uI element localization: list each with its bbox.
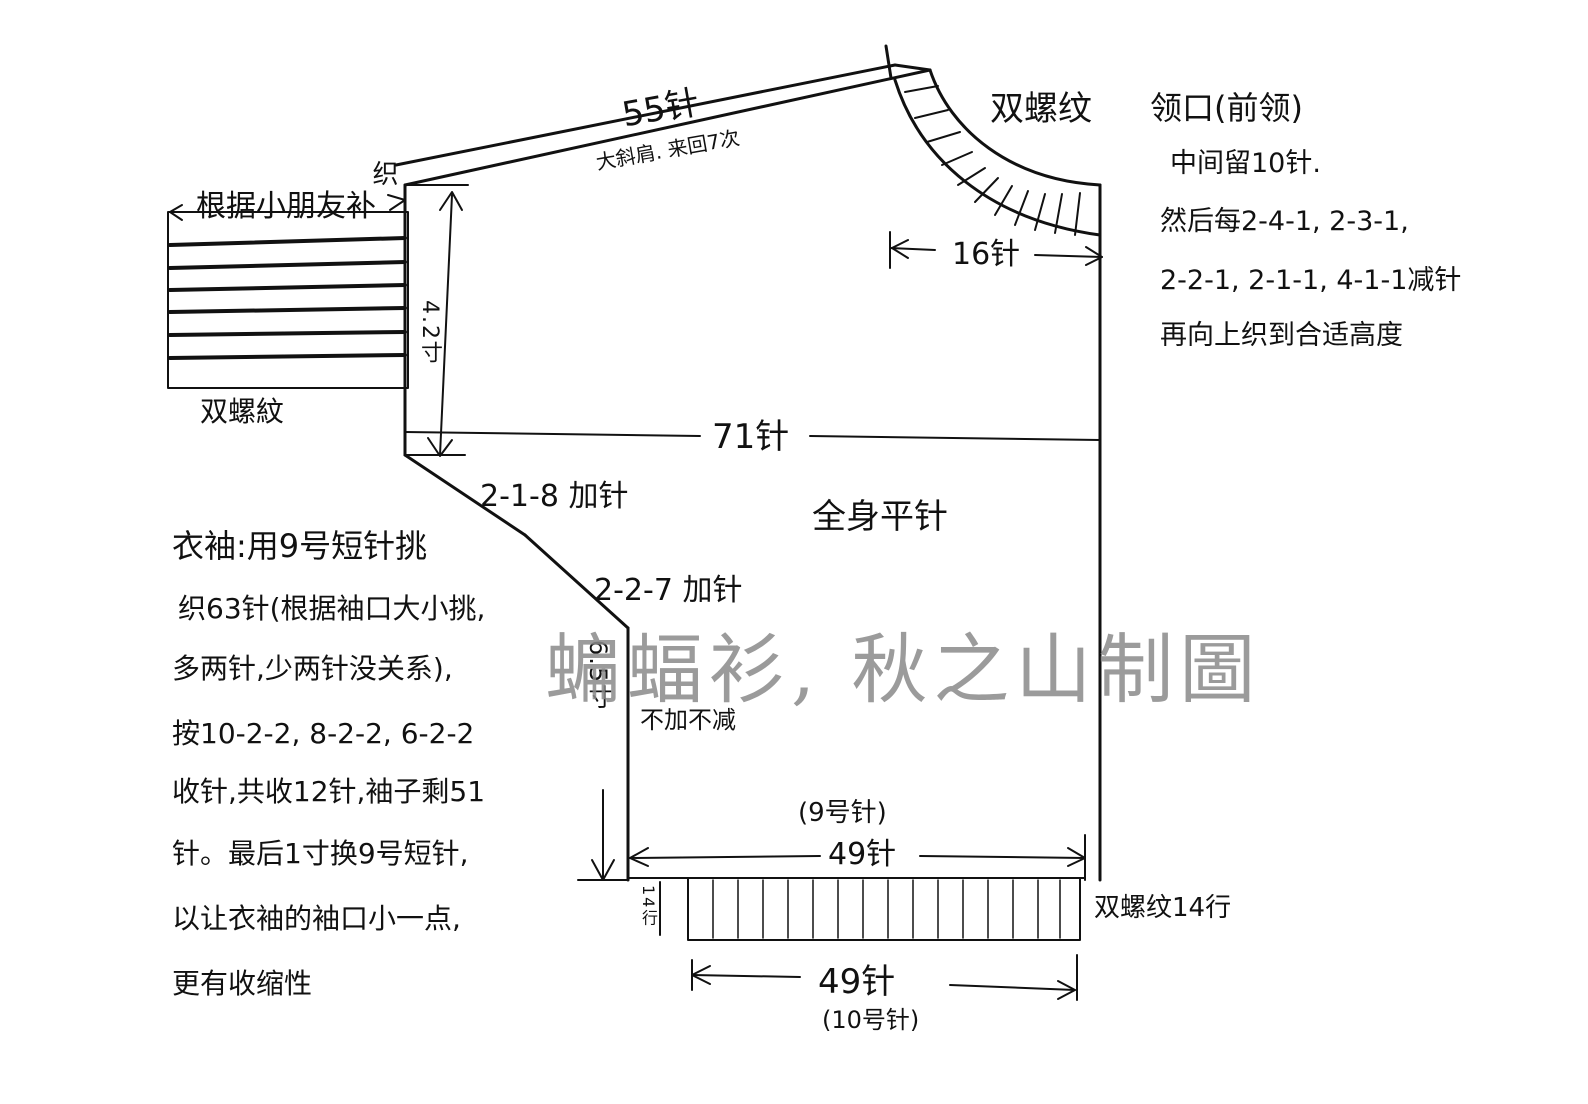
- sleeve-note-line: 收针,共收12针,袖子剩51: [172, 775, 486, 808]
- increase-slope-1: [403, 453, 527, 537]
- sleeve-note-line: 针。最后1寸换9号短针,: [172, 837, 469, 870]
- sleeve-rib-label: 双螺紋: [200, 395, 285, 428]
- neck-width-label: 16针: [952, 237, 1021, 272]
- cap-height-label: 4.2寸: [417, 300, 442, 365]
- cuff-width-label: 根据小朋友补: [196, 189, 376, 224]
- neck-note-line: 再向上织到合适高度: [1160, 320, 1403, 351]
- neck-note-line: 中间留10针.: [1170, 148, 1321, 179]
- hem-rib-label: 双螺纹14行: [1094, 893, 1232, 923]
- sleeve-note-line: 更有收缩性: [172, 967, 313, 1000]
- increase-1-label: 2-1-8 加针: [480, 479, 629, 514]
- neck-width-arrow-left: [889, 247, 936, 251]
- sleeve-note-line: 以让衣袖的袖口小一点,: [172, 902, 461, 935]
- shoulder-line-outer: [394, 63, 897, 167]
- cap-height-arrow: [439, 194, 453, 456]
- neck-rib-label: 双螺纹: [990, 89, 1092, 129]
- neck-curve-inner: [928, 68, 1102, 187]
- side-height-label: 6.5寸: [584, 640, 612, 711]
- sleeve-cuff-stripes: [168, 236, 407, 360]
- knit-label: 织: [368, 160, 398, 188]
- shoulder-line-inner: [403, 68, 932, 187]
- hem-rib-block: [687, 877, 1081, 941]
- hem-rib-lines: [712, 879, 1061, 939]
- neck-notes-title: 领口(前领): [1150, 89, 1303, 127]
- hem-rows-label: 14行: [639, 885, 658, 928]
- hem-stitches-top-label: 49针: [828, 837, 897, 872]
- hem-stitches-bottom-label: 49针: [818, 962, 896, 1002]
- needle-10-label: (10号针): [822, 1006, 920, 1034]
- neck-width-arrow-right: [1034, 254, 1103, 258]
- neck-curve-outer: [893, 78, 1102, 237]
- body-stitch-label: 全身平针: [812, 497, 948, 537]
- neck-note-line: 然后每2-4-1, 2-3-1,: [1160, 206, 1409, 237]
- sleeve-note-line: 多两针,少两针没关系),: [172, 652, 453, 685]
- increase-2-label: 2-2-7 加针: [594, 573, 743, 608]
- increase-slope-2: [523, 533, 630, 630]
- neck-note-line: 2-2-1, 2-1-1, 4-1-1减针: [1160, 265, 1462, 296]
- sleeve-note-line: 按10-2-2, 8-2-2, 6-2-2: [172, 717, 475, 750]
- shoulder-tick: [884, 44, 893, 80]
- neck-rib-hatching: [904, 85, 1081, 236]
- collar-cap: [893, 63, 932, 72]
- sleeve-cuff-rib: [167, 211, 409, 389]
- sleeve-note-line: 织63针(根据袖口大小挑,: [178, 592, 486, 625]
- width-71-line-left: [404, 431, 701, 437]
- watermark-text: 蝙蝠衫, 秋之山制圖: [545, 625, 1262, 714]
- needle-9-label: (9号针): [798, 798, 887, 828]
- sleeve-note-line: 衣袖:用9号短针挑: [172, 527, 428, 565]
- no-change-label: 不加不减: [640, 706, 736, 734]
- width-71-label: 71针: [712, 417, 790, 457]
- width-71-line-right: [809, 435, 1101, 441]
